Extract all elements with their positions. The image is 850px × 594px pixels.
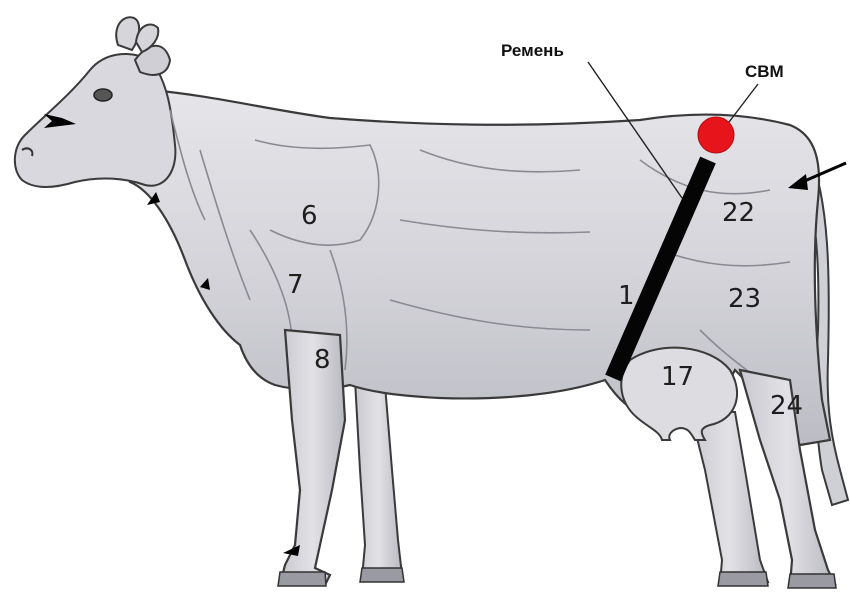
- region-label-22: 22: [722, 200, 755, 226]
- sensor-dot: [698, 117, 734, 153]
- region-label-17: 17: [661, 364, 694, 390]
- region-label-8: 8: [314, 347, 331, 373]
- sensor-callout-label: СВМ: [745, 63, 784, 80]
- region-label-7: 7: [287, 272, 304, 298]
- cow-eye: [94, 89, 112, 101]
- region-label-23: 23: [728, 286, 761, 312]
- region-label-1: 1: [618, 283, 635, 309]
- region-label-6: 6: [301, 203, 318, 229]
- strap-callout-label: Ремень: [501, 42, 564, 59]
- region-label-24: 24: [770, 393, 803, 419]
- arrow-hoof-marker: [283, 545, 300, 556]
- cow-horn: [116, 17, 139, 50]
